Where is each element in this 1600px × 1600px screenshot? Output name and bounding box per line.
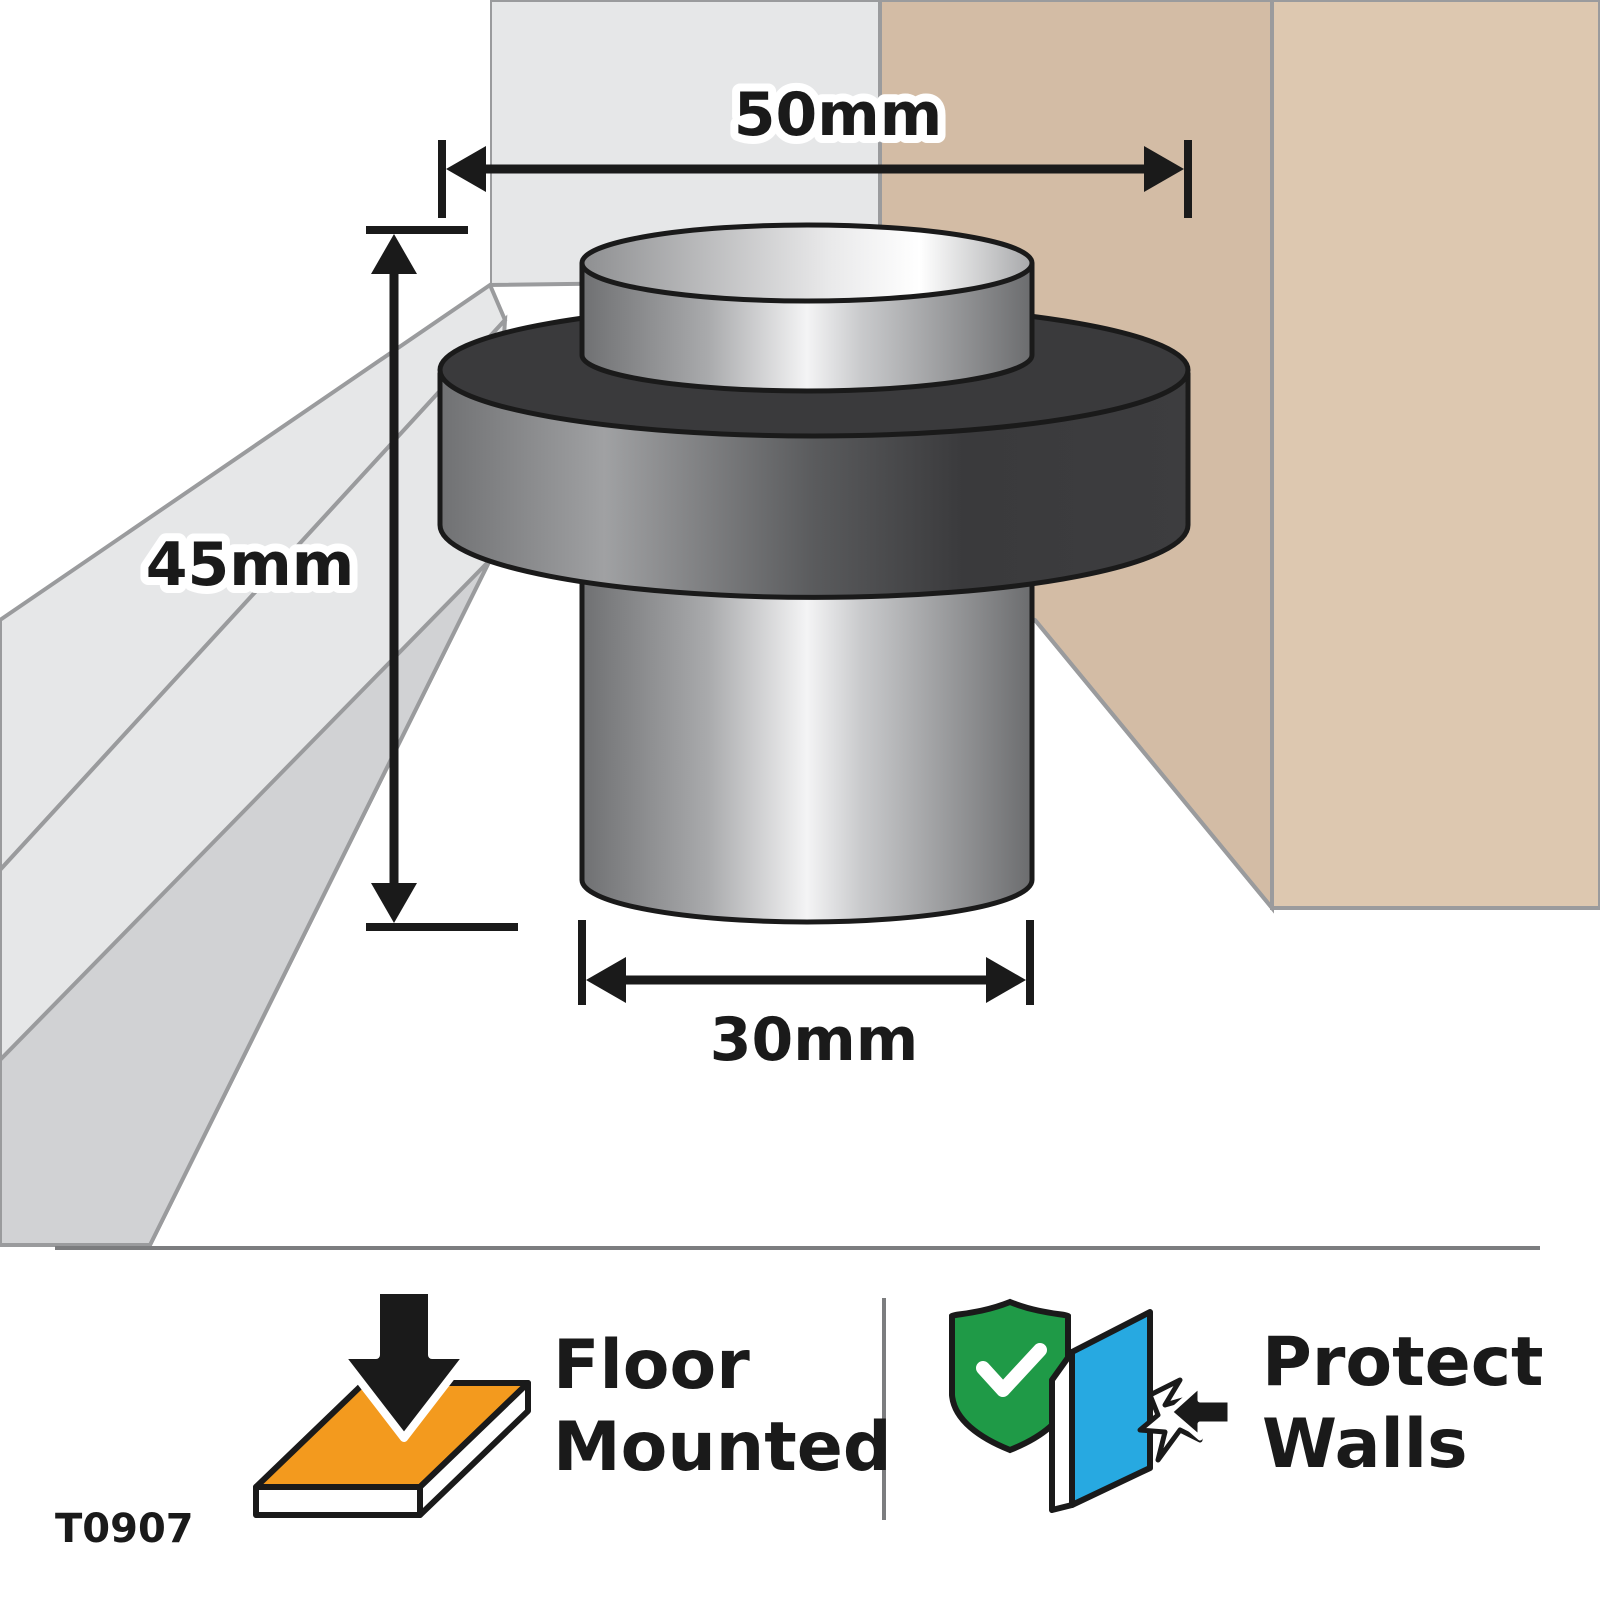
feature-floor-mounted-line2: Mounted: [553, 1408, 892, 1487]
protect-walls-icon: [949, 1298, 1233, 1513]
floor-mount-icon: [253, 1286, 531, 1518]
feature-protect-walls-line2: Walls: [1262, 1405, 1468, 1484]
base-label: 30mm: [710, 1005, 919, 1075]
dimension-width: 50mm: [438, 72, 1192, 218]
side-wall: [0, 0, 490, 620]
door-face: [1270, 0, 1600, 910]
skirting-board-shadow: [0, 558, 492, 1247]
down-arrow-icon: [336, 1286, 472, 1442]
height-label: 45mm: [146, 530, 355, 600]
arrowhead-left: [446, 146, 486, 192]
door-base-line: [1033, 618, 1274, 910]
product-code: T0907: [55, 1506, 194, 1552]
arrowhead-up: [371, 234, 417, 274]
room-scene: [0, 0, 1600, 1247]
arrowhead-right: [986, 957, 1026, 1003]
feature-protect-walls-line1: Protect: [1262, 1323, 1544, 1402]
arrowhead-left: [586, 957, 626, 1003]
feature-floor-mounted-line1: Floor: [553, 1326, 750, 1405]
arrowhead-down: [371, 883, 417, 923]
steel-post: [579, 557, 1035, 925]
dimension-height: 45mm: [138, 226, 518, 931]
door-stop: [437, 222, 1191, 925]
width-label: 50mm: [734, 80, 943, 150]
arrowhead-right: [1144, 146, 1184, 192]
feature-panel: [0, 1248, 1600, 1600]
dimension-base: 30mm: [578, 920, 1034, 1083]
steel-cap-top: [579, 222, 1035, 304]
rubber-ring-side: [437, 372, 1191, 600]
impact-arrow-icon: [1167, 1382, 1233, 1441]
